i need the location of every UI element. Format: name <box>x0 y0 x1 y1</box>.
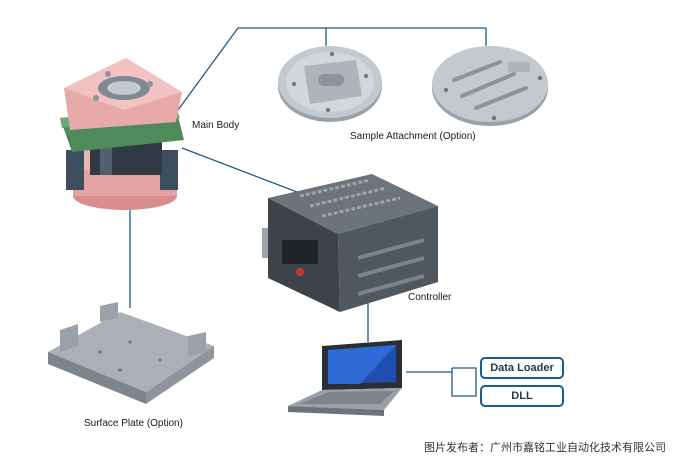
line-bus <box>451 367 477 397</box>
publisher-credit: 图片发布者：广州市嘉铭工业自动化技术有限公司 <box>424 441 666 454</box>
data-loader-button[interactable]: Data Loader <box>480 357 564 379</box>
line-main-to-controller <box>181 147 319 201</box>
sample-attachment-round-plate <box>278 46 382 122</box>
sample-attachment-slotted-plate <box>432 46 548 126</box>
laptop-device <box>288 340 402 416</box>
controller-device <box>262 174 438 312</box>
line-main-to-attachments <box>177 27 486 111</box>
connector-lines <box>129 27 487 397</box>
label-sample-attachment: Sample Attachment (Option) <box>350 131 476 142</box>
label-controller: Controller <box>408 292 452 303</box>
main-body-device <box>60 58 184 210</box>
dll-button[interactable]: DLL <box>480 385 564 407</box>
label-surface-plate: Surface Plate (Option) <box>84 418 183 429</box>
label-main-body: Main Body <box>192 120 240 131</box>
surface-plate-device <box>48 302 214 404</box>
